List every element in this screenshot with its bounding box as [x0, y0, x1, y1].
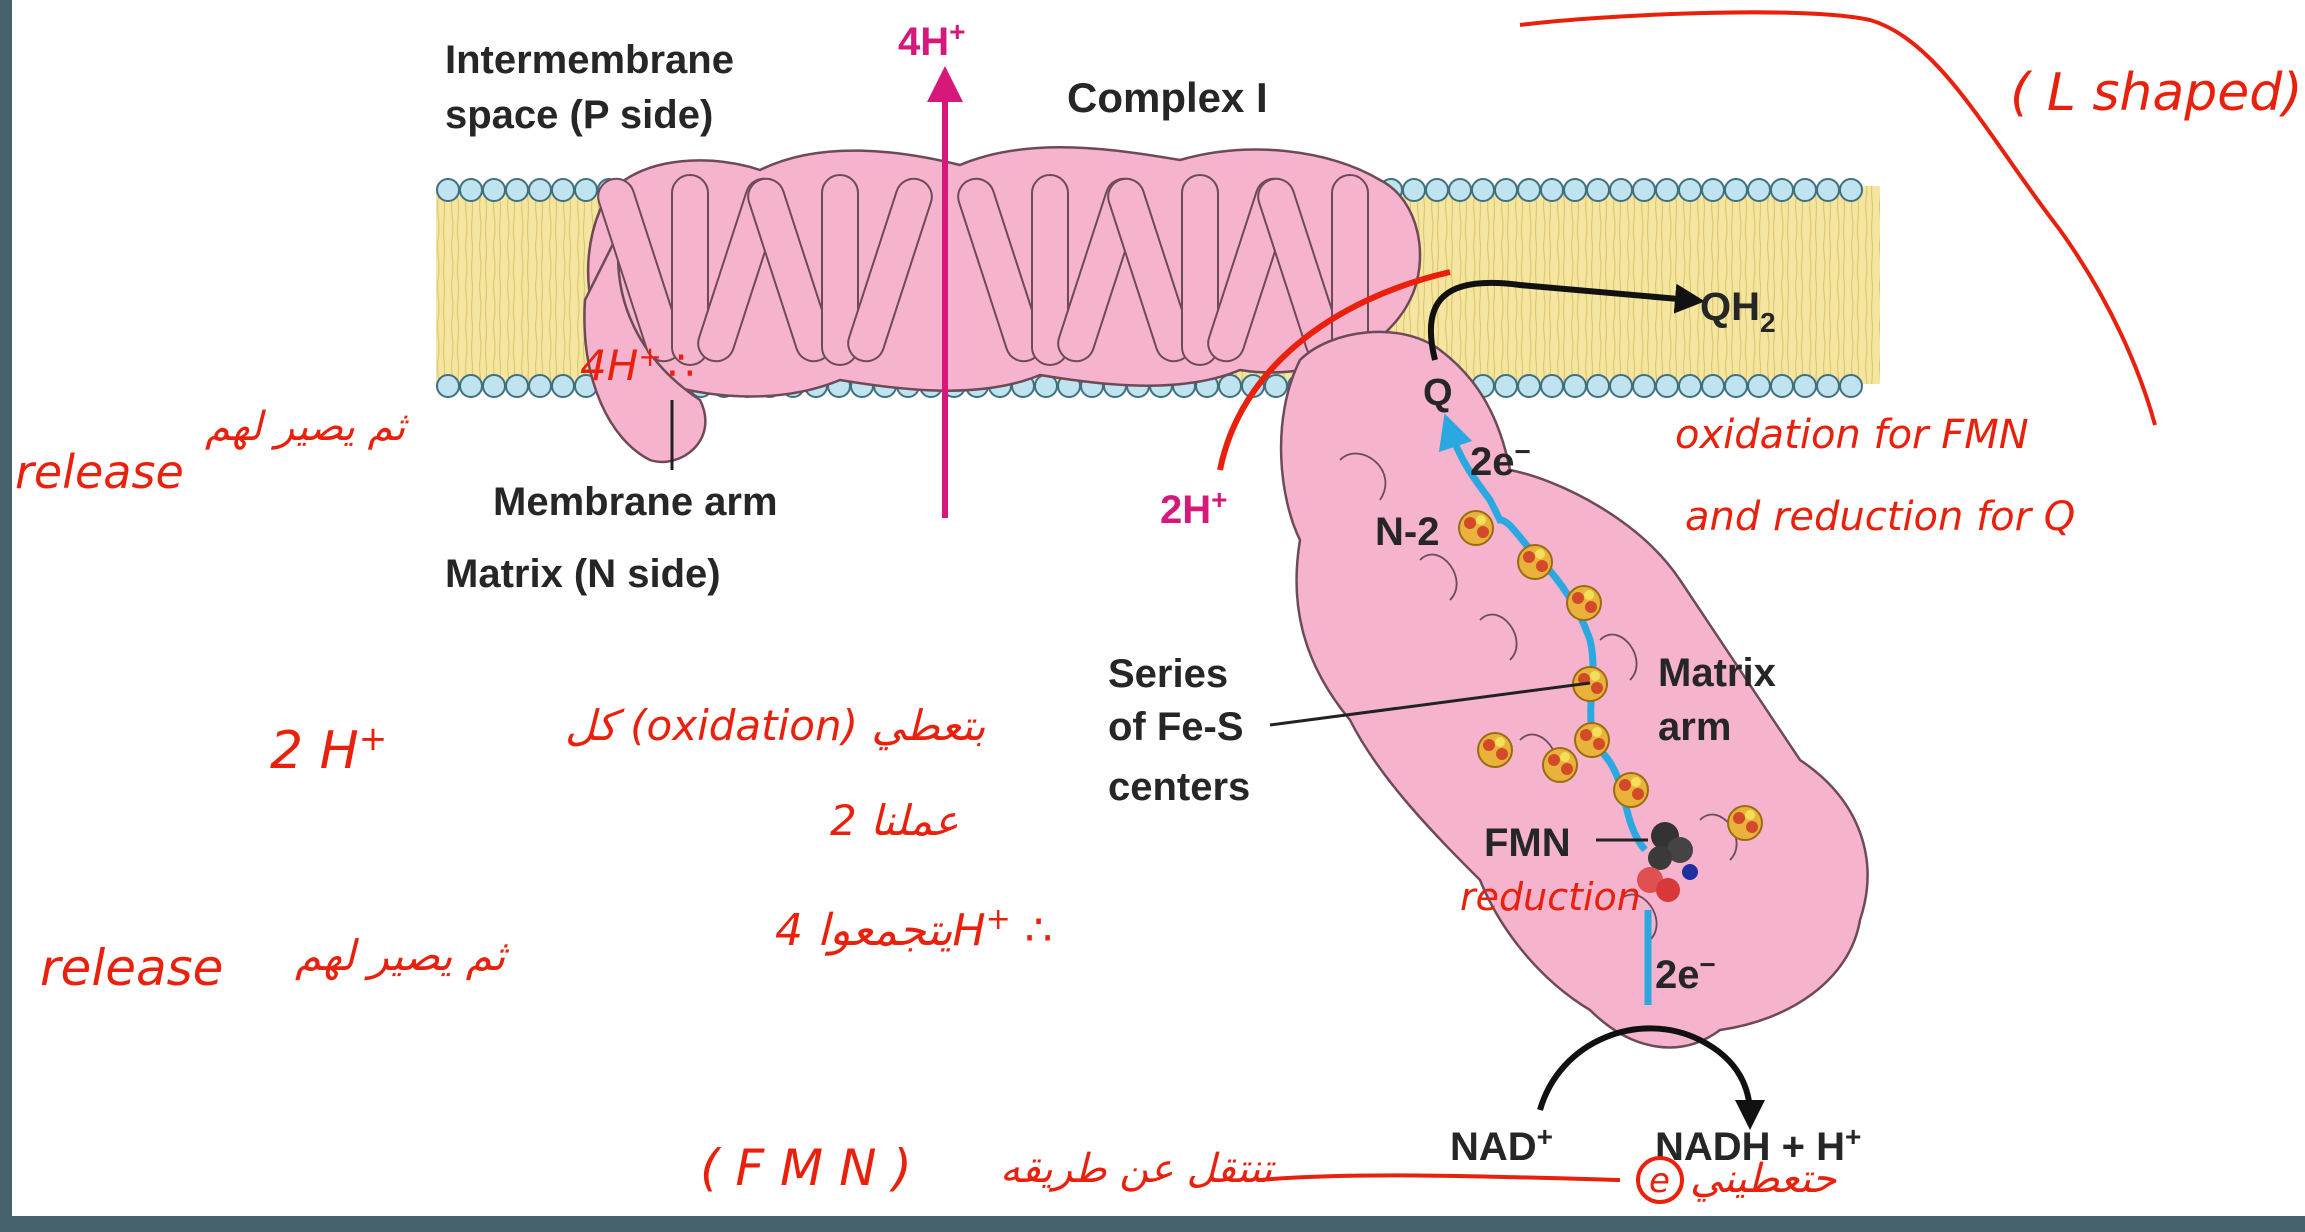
lipid-headgroup — [1656, 179, 1678, 201]
lipid-headgroup — [1403, 179, 1425, 201]
e-letter-annotation: e — [1649, 1161, 1670, 1201]
fe-s-cluster — [1614, 773, 1648, 807]
four-h-top-label: 4H+ — [898, 16, 966, 64]
nad-label: NAD+ — [1450, 1121, 1553, 1169]
lipid-headgroup — [1679, 179, 1701, 201]
lipid-headgroup — [575, 179, 597, 201]
lipid-headgroup — [1610, 375, 1632, 397]
arabic-oxidation-annotation: كل (oxidation) بتعطي — [565, 701, 986, 751]
intermembrane-label: Intermembrane — [445, 38, 734, 82]
lipid-headgroup — [1748, 179, 1770, 201]
lipid-headgroup — [1794, 375, 1816, 397]
lipid-headgroup — [437, 179, 459, 201]
lipid-headgroup — [529, 179, 551, 201]
fe-s-cluster — [1459, 511, 1493, 545]
lipid-headgroup — [1771, 179, 1793, 201]
fe-s-cluster — [1567, 586, 1601, 620]
q-label: Q — [1423, 372, 1453, 414]
lipid-headgroup — [1219, 375, 1241, 397]
lipid-headgroup — [552, 179, 574, 201]
release-bottom-annotation: release — [40, 939, 223, 997]
fe-s-cluster — [1543, 748, 1577, 782]
lipid-headgroup — [1541, 375, 1563, 397]
lipid-headgroup — [1794, 179, 1816, 201]
of-fe-s-label: of Fe-S — [1108, 705, 1244, 749]
lipid-headgroup — [1725, 179, 1747, 201]
fe-s-cluster — [1575, 723, 1609, 757]
lipid-headgroup — [460, 375, 482, 397]
fmn-label: FMN — [1484, 821, 1571, 865]
lipid-headgroup — [1518, 375, 1540, 397]
fe-s-cluster — [1728, 806, 1762, 840]
lipid-headgroup — [506, 179, 528, 201]
lipid-headgroup — [1495, 179, 1517, 201]
lipid-headgroup — [1725, 375, 1747, 397]
underline-arrow-annotation — [1260, 1175, 1620, 1180]
complex-one-title: Complex I — [1067, 74, 1268, 121]
lipid-headgroup — [1656, 375, 1678, 397]
lipid-headgroup — [1449, 179, 1471, 201]
lipid-headgroup — [1840, 375, 1862, 397]
arabic-give-annotation: حتعطيني — [1690, 1156, 1837, 1202]
lipid-headgroup — [1771, 375, 1793, 397]
space-p-side-label: space (P side) — [445, 93, 713, 137]
arabic-top-annotation: ثم يصير لهم — [205, 404, 409, 450]
lipid-headgroup — [460, 179, 482, 201]
arabic-amalna-annotation: عملنا 2 — [830, 796, 959, 845]
two-h-label: 2H+ — [1160, 484, 1228, 532]
reduction-q-annotation: and reduction for Q — [1685, 494, 2075, 540]
lipid-headgroup — [483, 179, 505, 201]
lipid-headgroup — [483, 375, 505, 397]
lipid-headgroup — [1587, 179, 1609, 201]
fe-s-cluster — [1478, 733, 1512, 767]
lipid-headgroup — [1817, 179, 1839, 201]
four-h-bottom-annotation: يتجمعوا 4H+∴ — [775, 902, 1053, 956]
release-top-annotation: release — [15, 445, 184, 499]
lipid-headgroup — [1633, 179, 1655, 201]
lipid-headgroup — [1518, 179, 1540, 201]
two-h-left-annotation: 2 H+ — [270, 719, 387, 781]
lipid-headgroup — [1541, 179, 1563, 201]
lipid-headgroup — [1633, 375, 1655, 397]
lipid-headgroup — [1702, 179, 1724, 201]
series-label: Series — [1108, 652, 1228, 696]
arabic-transfer-annotation: تنتقل عن طريقه — [1000, 1146, 1276, 1192]
lipid-headgroup — [1748, 375, 1770, 397]
lipid-headgroup — [1610, 179, 1632, 201]
lipid-headgroup — [1817, 375, 1839, 397]
lipid-headgroup — [1679, 375, 1701, 397]
l-shaped-annotation: ( L shaped) — [2010, 63, 2303, 123]
centers-label: centers — [1108, 765, 1250, 809]
lipid-headgroup — [1265, 375, 1287, 397]
lipid-headgroup — [552, 375, 574, 397]
reduction-annotation: reduction — [1460, 875, 1641, 919]
lipid-headgroup — [506, 375, 528, 397]
arabic-bottom-annotation: ثم يصير لهم — [295, 931, 510, 981]
oxidation-fmn-annotation: oxidation for FMN — [1675, 412, 2029, 458]
matrix-arm-label-1: Matrix — [1658, 651, 1776, 695]
fe-s-cluster — [1518, 545, 1552, 579]
lipid-headgroup — [1702, 375, 1724, 397]
n2-label: N-2 — [1375, 510, 1439, 554]
four-h-top-annotation: 4H+∴ — [580, 340, 695, 390]
lipid-headgroup — [1840, 179, 1862, 201]
matrix-arm-label-2: arm — [1658, 705, 1731, 749]
lipid-headgroup — [437, 375, 459, 397]
lipid-headgroup — [1495, 375, 1517, 397]
lipid-headgroup — [1587, 375, 1609, 397]
lipid-headgroup — [1426, 179, 1448, 201]
frame-bottom-border — [0, 1216, 2305, 1232]
lipid-headgroup — [1564, 375, 1586, 397]
lipid-headgroup — [1472, 179, 1494, 201]
fmn-bracket-annotation: ( F M N ) — [700, 1139, 912, 1197]
lipid-headgroup — [529, 375, 551, 397]
membrane-arm-label: Membrane arm — [493, 480, 778, 524]
matrix-n-side-label: Matrix (N side) — [445, 552, 721, 596]
lipid-headgroup — [1564, 179, 1586, 201]
